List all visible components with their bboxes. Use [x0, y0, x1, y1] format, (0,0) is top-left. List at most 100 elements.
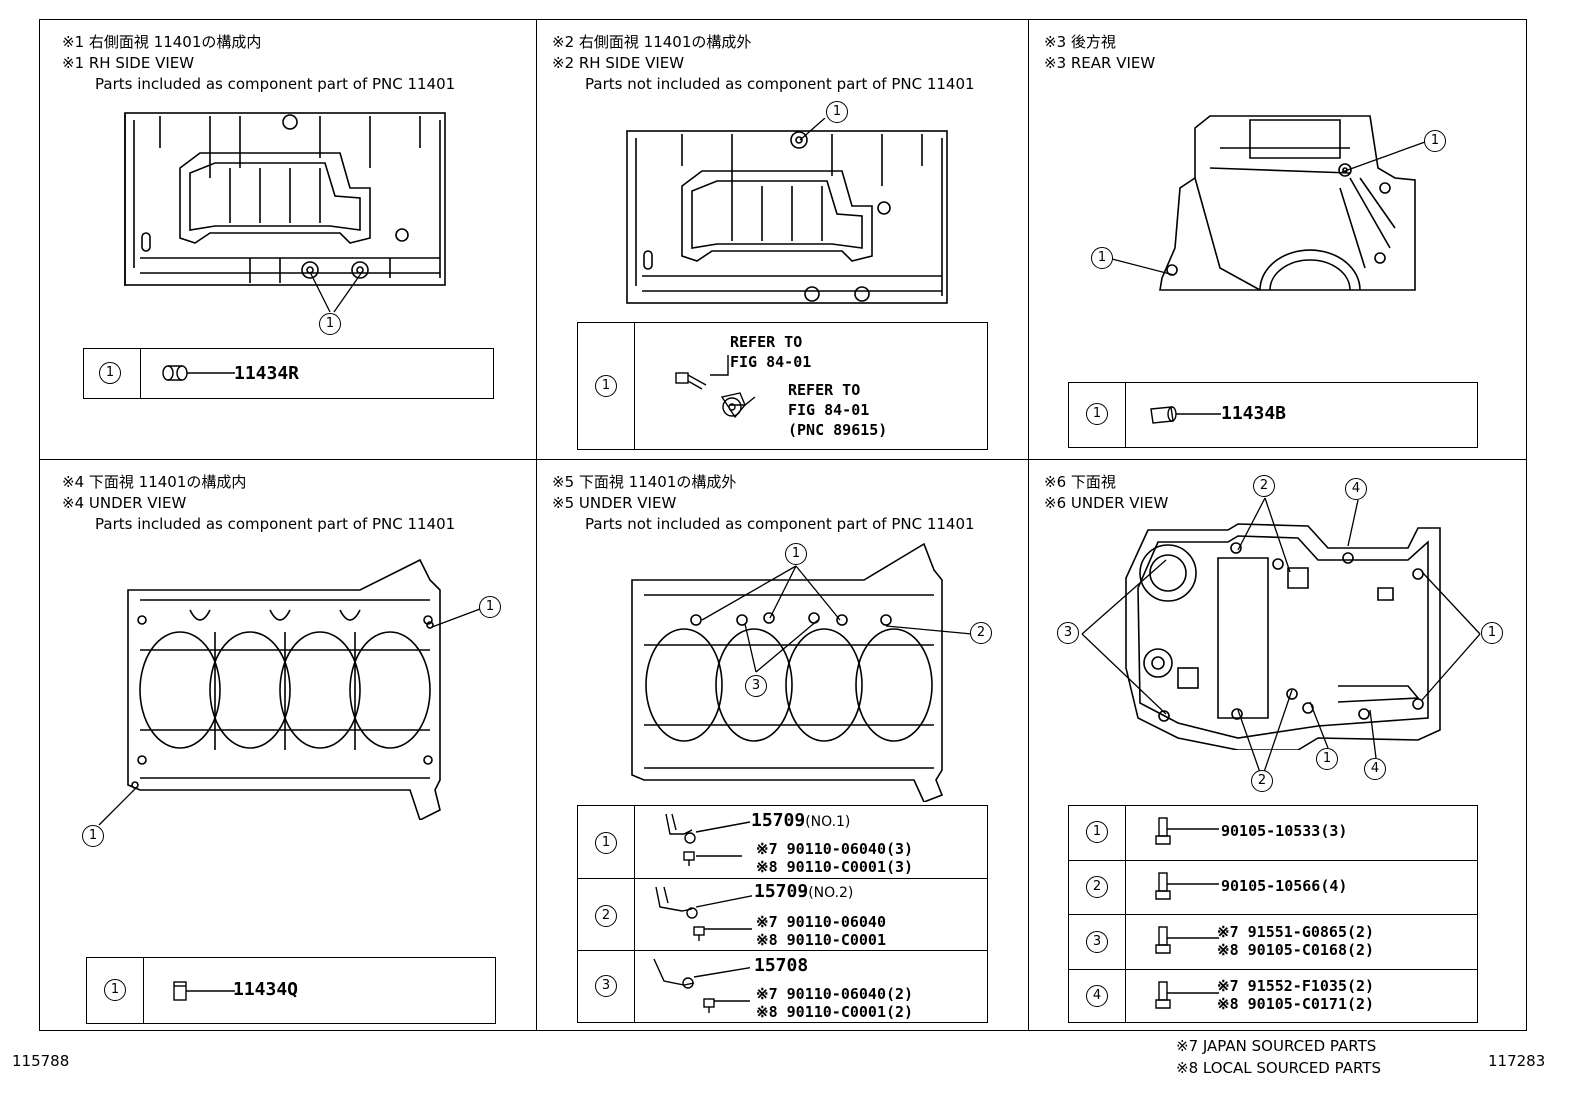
- grid-divider-1: [536, 19, 537, 1031]
- oil-pan-under-drawing: [1118, 518, 1448, 750]
- panel-subtitle: Parts included as component part of PNC …: [95, 75, 456, 93]
- callout-4: 4: [1345, 478, 1367, 500]
- panel-title-jp: ※4 下面視 11401の構成内: [62, 473, 247, 491]
- panel-title-en: ※4 UNDER VIEW: [62, 494, 187, 512]
- parts-table-p5: 1 15709(NO.1) ※7 90110-06040(3) ※8 90110…: [577, 805, 988, 1023]
- part-number: 15709(NO.2): [754, 881, 854, 902]
- row-key-circle: 1: [104, 979, 126, 1001]
- callout-1: 1: [826, 101, 848, 123]
- row-key-circle: 4: [1086, 985, 1108, 1007]
- panel-title-jp: ※1 右側面視 11401の構成内: [62, 33, 262, 51]
- part-number: 11434R: [234, 363, 300, 384]
- footnote-local-sourced: ※8 LOCAL SOURCED PARTS: [1176, 1059, 1381, 1077]
- bolt-number-local: ※8 90110-C0001(3): [756, 858, 914, 876]
- panel-title-en: ※3 REAR VIEW: [1044, 54, 1156, 72]
- table-row: 3 ※7 91551-G0865(2) ※8 90105-C0168(2): [1069, 914, 1477, 970]
- panel-title-jp: ※5 下面視 11401の構成外: [552, 473, 737, 491]
- callout-1: 1: [785, 543, 807, 565]
- parts-table-p3: 1 11434B: [1068, 382, 1478, 448]
- diagram-code-right: 117283: [1488, 1052, 1546, 1070]
- engine-block-rh-side-drawing: [120, 108, 450, 293]
- row-key-circle: 2: [1086, 876, 1108, 898]
- panel-title-en: ※2 RH SIDE VIEW: [552, 54, 685, 72]
- part-number: 90105-10566(4): [1221, 877, 1348, 895]
- callout-3: 3: [1057, 622, 1079, 644]
- bolt-number-local: ※8 90105-C0171(2): [1217, 995, 1375, 1013]
- bolt-number-japan: ※7 90110-06040(3): [756, 840, 914, 858]
- panel-title-en: ※6 UNDER VIEW: [1044, 494, 1169, 512]
- row-key-circle: 3: [1086, 931, 1108, 953]
- bolt-number-japan: ※7 90110-06040: [756, 913, 886, 931]
- bolt-and-sensor-icon: [675, 355, 756, 419]
- diagram-code-left: 115788: [12, 1052, 70, 1070]
- bolt-number-local: ※8 90105-C0168(2): [1217, 941, 1375, 959]
- part-number: 11434Q: [233, 979, 299, 1000]
- engine-block-rear-drawing: [1150, 108, 1420, 293]
- callout-1: 1: [319, 313, 341, 335]
- oil-jet-icon: [653, 958, 750, 1013]
- footnote-japan-sourced: ※7 JAPAN SOURCED PARTS: [1176, 1037, 1377, 1055]
- callout-2: 2: [970, 622, 992, 644]
- parts-table-p6: 1 90105-10533(3) 2 90105-10566(4) 3 ※7 9…: [1068, 805, 1478, 1023]
- panel-title-en: ※1 RH SIDE VIEW: [62, 54, 195, 72]
- table-row: 3 15708 ※7 90110-06040(2) ※8 90110-C0001…: [578, 950, 987, 1023]
- table-row: 1 90105-10533(3): [1069, 806, 1477, 860]
- engine-block-under-drawing: [120, 550, 460, 820]
- part-number: 15709(NO.1): [751, 810, 851, 831]
- row-key-circle: 1: [99, 362, 121, 384]
- callout-1: 1: [82, 825, 104, 847]
- oil-jet-icon: [655, 886, 752, 941]
- row-key-circle: 1: [595, 375, 617, 397]
- table-row: 1 11434R: [84, 349, 493, 398]
- callout-2: 2: [1251, 770, 1273, 792]
- callout-1: 1: [1424, 130, 1446, 152]
- part-number: 15708: [754, 955, 809, 976]
- callout-1: 1: [1316, 748, 1338, 770]
- parts-table-p2: 1 REFER TO FIG 84-01 REFER TO FIG 84-01 …: [577, 322, 988, 450]
- parts-table-p4: 1 11434Q: [86, 957, 496, 1024]
- bolt-icon: [1155, 872, 1219, 900]
- diagram-frame: [39, 19, 1527, 1031]
- row-key-circle: 1: [1086, 821, 1108, 843]
- bolt-number-local: ※8 90110-C0001(2): [756, 1003, 914, 1021]
- callout-1: 1: [1481, 622, 1503, 644]
- grid-divider-row: [39, 459, 1527, 460]
- panel-title-jp: ※2 右側面視 11401の構成外: [552, 33, 752, 51]
- bolt-number-japan: ※7 91552-F1035(2): [1217, 977, 1375, 995]
- bolt-number-local: ※8 90110-C0001: [756, 931, 886, 949]
- refer-fig: FIG 84-01: [788, 401, 870, 419]
- bolt-number-japan: ※7 90110-06040(2): [756, 985, 914, 1003]
- callout-3: 3: [745, 675, 767, 697]
- table-row: 2 15709(NO.2) ※7 90110-06040 ※8 90110-C0…: [578, 878, 987, 951]
- table-row: 4 ※7 91552-F1035(2) ※8 90105-C0171(2): [1069, 969, 1477, 1023]
- panel-title-en: ※5 UNDER VIEW: [552, 494, 677, 512]
- panel-title-jp: ※6 下面視: [1044, 473, 1116, 491]
- engine-block-rh-side-drawing: [622, 126, 952, 311]
- table-row: 1 11434Q: [87, 958, 495, 1023]
- table-row: 1 REFER TO FIG 84-01 REFER TO FIG 84-01 …: [578, 323, 987, 449]
- grid-divider-2: [1028, 19, 1029, 1031]
- oil-jet-icon: [665, 813, 751, 866]
- callout-1: 1: [1091, 247, 1113, 269]
- parts-table-p1: 1 11434R: [83, 348, 494, 399]
- table-row: 2 90105-10566(4): [1069, 860, 1477, 915]
- panel-title-jp: ※3 後方視: [1044, 33, 1116, 51]
- dowel-pin-icon: [1150, 406, 1221, 424]
- panel-subtitle: Parts not included as component part of …: [585, 75, 975, 93]
- dowel-pin-icon: [162, 365, 235, 381]
- table-row: 1 11434B: [1069, 383, 1477, 447]
- callout-2: 2: [1253, 475, 1275, 497]
- row-key-circle: 3: [595, 975, 617, 997]
- dowel-pin-icon: [173, 981, 235, 1001]
- refer-fig: FIG 84-01: [730, 353, 812, 371]
- table-row: 1 15709(NO.1) ※7 90110-06040(3) ※8 90110…: [578, 806, 987, 878]
- part-number: 11434B: [1221, 403, 1287, 424]
- panel-subtitle: Parts not included as component part of …: [585, 515, 975, 533]
- bolt-icon: [1155, 817, 1219, 845]
- bolt-number-japan: ※7 91551-G0865(2): [1217, 923, 1375, 941]
- refer-pnc: (PNC 89615): [788, 421, 888, 439]
- engine-block-under-drawing: [624, 540, 954, 802]
- part-number: 90105-10533(3): [1221, 822, 1348, 840]
- row-key-circle: 2: [595, 905, 617, 927]
- row-key-circle: 1: [595, 832, 617, 854]
